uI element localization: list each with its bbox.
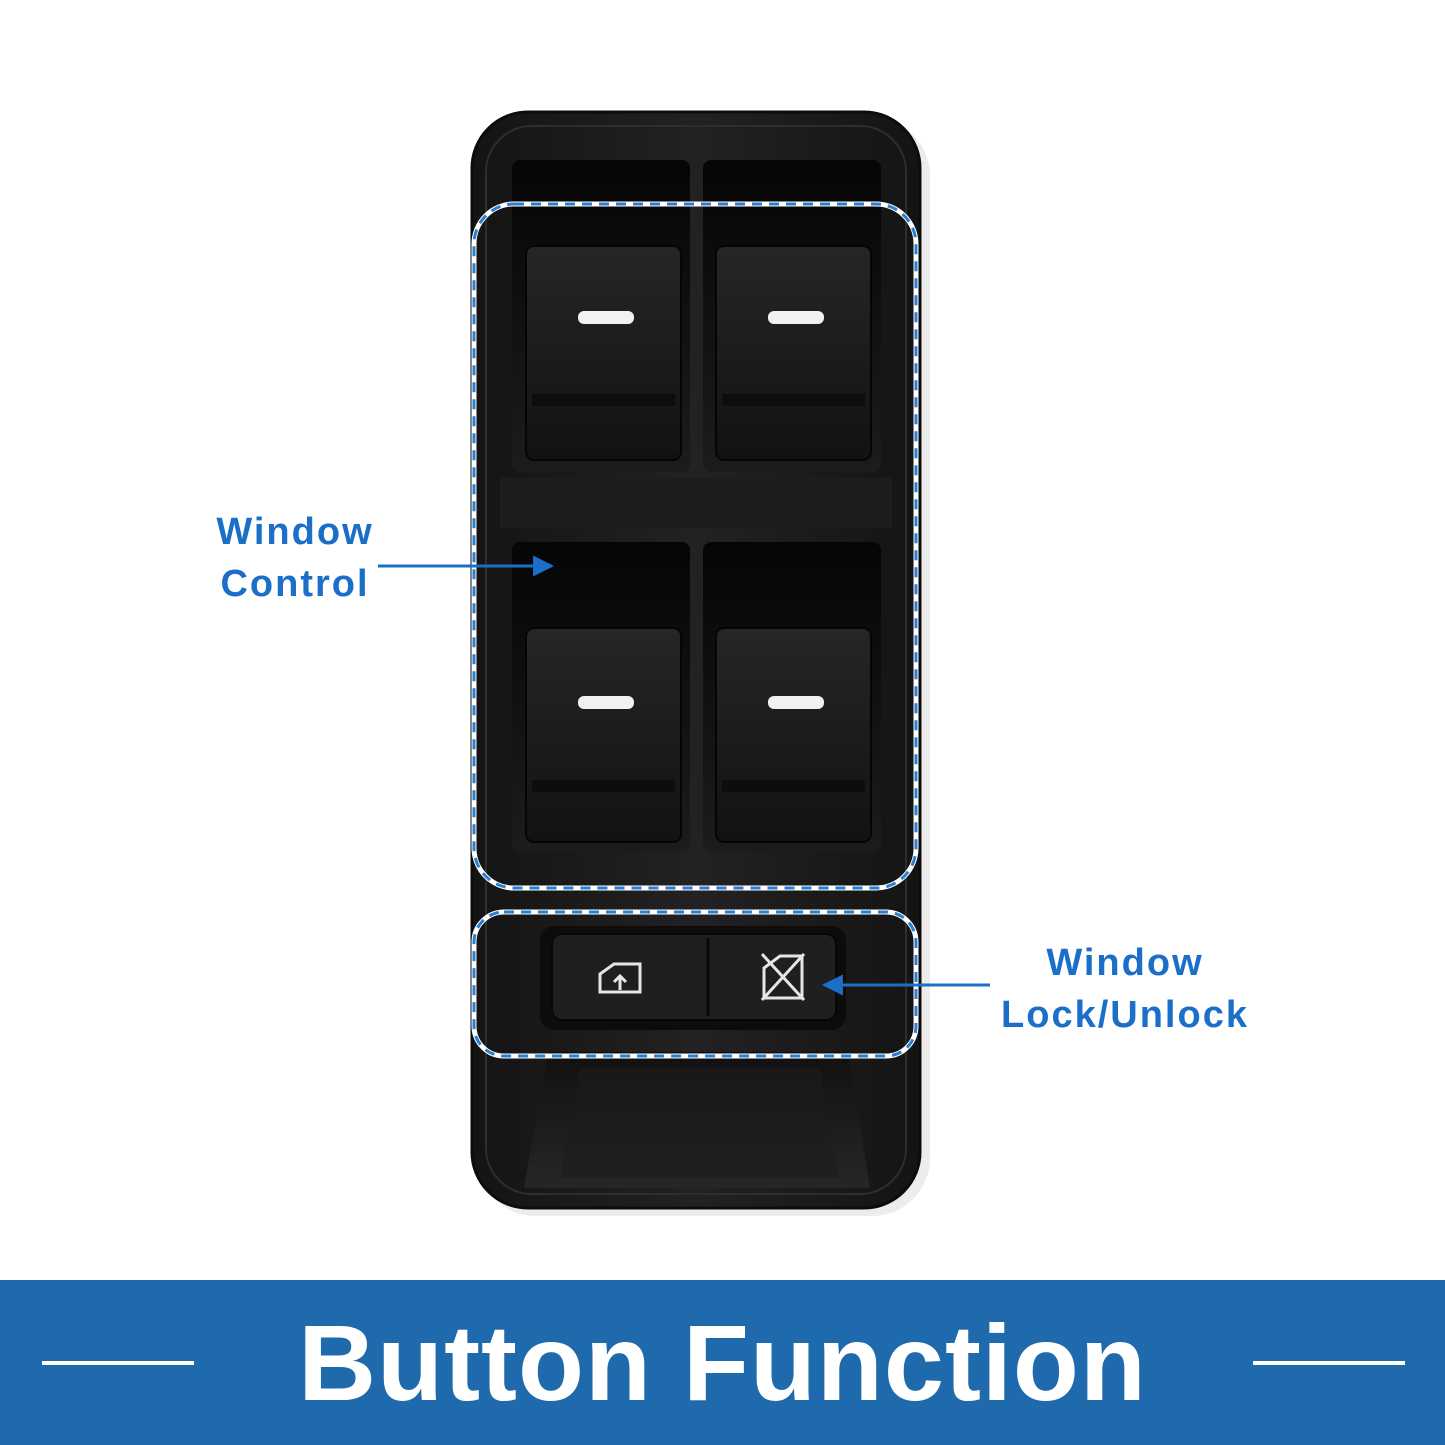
banner-rule-right <box>1253 1361 1405 1365</box>
window-switch-rear-left[interactable] <box>525 627 682 843</box>
window-lock-disabled-icon <box>760 952 806 1002</box>
window-lock-label: Window Lock/Unlock <box>985 937 1265 1041</box>
switch-indicator-icon <box>768 696 824 709</box>
window-lock-label-line2: Lock/Unlock <box>1001 994 1249 1036</box>
switch-indicator-icon <box>578 311 634 324</box>
switch-indicator-icon <box>768 311 824 324</box>
window-lock-icon <box>598 962 642 994</box>
switch-indicator-icon <box>578 696 634 709</box>
window-lock-label-line1: Window <box>1046 942 1204 984</box>
window-switch-front-left[interactable] <box>525 245 682 461</box>
banner-rule-left <box>42 1361 194 1365</box>
banner-title: Button Function <box>298 1302 1147 1423</box>
window-control-label-line1: Window <box>216 511 374 553</box>
window-control-highlight <box>471 201 919 891</box>
title-banner: Button Function <box>0 1280 1445 1445</box>
window-lock-switch[interactable] <box>540 926 846 1030</box>
window-control-label: Window Control <box>190 506 400 610</box>
window-switch-rear-right[interactable] <box>715 627 872 843</box>
window-control-label-line2: Control <box>220 563 370 605</box>
window-switch-front-right[interactable] <box>715 245 872 461</box>
